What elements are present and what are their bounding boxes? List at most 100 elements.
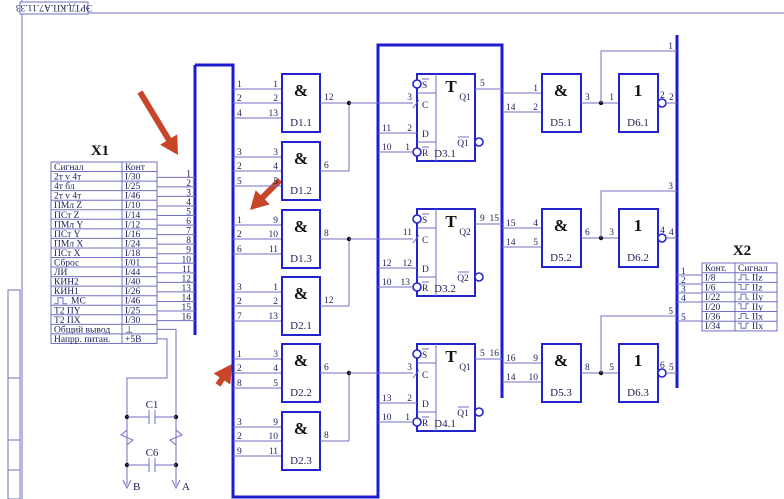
inversion-bubble [412,214,422,224]
gate-pin-label: 9 [273,418,278,428]
x1-pin-number: 1 [186,169,191,179]
x1-contact-cell: I/25 [125,306,141,316]
gate-name: D5.1 [550,117,572,129]
inverter-D6.3 [618,343,659,403]
ff-q-pin: 5 [480,79,485,89]
x1-pin-number: 16 [182,313,192,323]
x2-pin-number: 3 [681,285,686,295]
bus-pin-label: 9 [237,447,242,457]
x1-contact-cell: I/40 [125,278,141,288]
x1-signal-cell: 2т v 4т [54,173,82,183]
gate-out-pin: 12 [324,93,334,103]
ff-set-label: S [422,351,427,361]
bus-pin-label: 10 [382,278,392,288]
gate-name: D6.2 [627,252,649,264]
ff-symbol: T [445,347,457,366]
bus-main [195,43,504,499]
bus-pin-label: 5 [237,177,242,187]
gate-pin-label: 13 [269,312,279,322]
bus-pin-label: 8 [237,379,242,389]
gate-pin-label: 3 [609,228,614,238]
x1-contact-cell: I/14 [125,211,141,221]
bus-pin-label: 16 [490,349,500,359]
or-symbol: 1 [634,216,643,235]
gate-name: D1.1 [290,117,312,129]
gate-name: D6.1 [627,117,649,129]
x1-contact-cell: I/26 [125,287,141,297]
ff-pin-label: 1 [405,143,410,153]
x1-contact-cell: I/30 [125,316,141,326]
gate-pin-label: 11 [269,245,278,255]
output-a-label: A [182,481,190,493]
inversion-bubble [412,417,422,427]
bus-pin-label: 6 [237,245,242,255]
flip-flop-D3.2 [416,208,476,297]
gate-pin-label: 2 [533,103,538,113]
inversion-bubble [412,349,422,359]
ff-pin-label: 1 [405,413,410,423]
ff-pin-label: 12 [403,259,413,269]
gate-out-pin: 4 [660,226,665,236]
gate-name: D5.2 [550,252,572,264]
gate-name: D1.3 [290,253,312,265]
bus-pin-label: 3 [237,148,242,158]
gate-out-pin: 8 [585,363,590,373]
gate-out-pin: 6 [324,363,329,373]
gate-pin-label: 5 [609,363,614,373]
bus-pin-label: 5 [668,307,673,317]
inversion-bubble [412,79,422,89]
inverter-D6.1 [618,73,659,133]
x1-pin-number: 2 [186,179,191,189]
ff-q-pin: 5 [480,349,485,359]
bus-pin-label: 14 [506,238,516,248]
gate-out-pin: 8 [324,431,329,441]
negative-pulse-icon [738,283,749,290]
x1-pin-number: 8 [186,236,191,246]
capacitor-c6-label: C6 [146,447,159,459]
and-symbol: & [294,419,308,438]
ff-q-pin: 9 [480,214,485,224]
gate-out-pin: 3 [585,93,590,103]
x1-signal-cell: Т2 ПX [54,316,81,326]
ff-clock-label: C [422,101,428,111]
annotation-arrow [137,90,178,155]
bus-pin-label: 12 [382,259,392,269]
stamp-cell [7,469,21,499]
bus-pin-label: 4 [237,109,242,119]
bus-pin-label: 1 [237,216,242,226]
title-block [19,1,89,15]
x1-signal-cell: Напрр. питан. [54,335,110,345]
ff-clock-pin: 11 [403,228,412,238]
bus-pin-label: 11 [382,124,391,134]
x1-contact-cell: I/25 [125,182,141,192]
ff-q-label: Q1 [459,93,471,103]
and-symbol: & [554,351,568,370]
gate-pin-label: 11 [269,447,278,457]
x2-header-signal: Сигнал [738,264,768,274]
gate-pin-label: 1 [273,283,278,293]
ff-reset-label: R [422,149,429,159]
negative-pulse-icon [738,303,749,310]
and-symbol: & [554,216,568,235]
inversion-bubble [474,407,484,417]
clock-edge-mark [412,234,420,244]
ff-pin-label: 13 [401,278,411,288]
title-block-text: ЭРТД.КП.А7.11.33 [16,2,93,12]
clock-edge-mark [412,99,420,109]
gate-out-pin: 12 [324,296,334,306]
x1-contact-cell: I/46 [125,297,141,307]
x1-pin-number: 13 [182,284,192,294]
x1-contact-cell: I/30 [125,173,141,183]
x2-table [701,262,778,332]
ff-qbar-label: Q1 [457,139,469,149]
gate-pin-label: 1 [533,84,538,94]
ground-wire [157,328,177,485]
x1-pin-number: 10 [182,255,192,265]
gate-out-pin: 8 [324,229,329,239]
arrow-b-icon [122,479,132,490]
inversion-bubble [474,137,484,147]
gate-pin-label: 10 [269,230,279,240]
and-gate-D5.2 [541,208,582,268]
x1-signal-cell: ПСт X [54,249,81,259]
